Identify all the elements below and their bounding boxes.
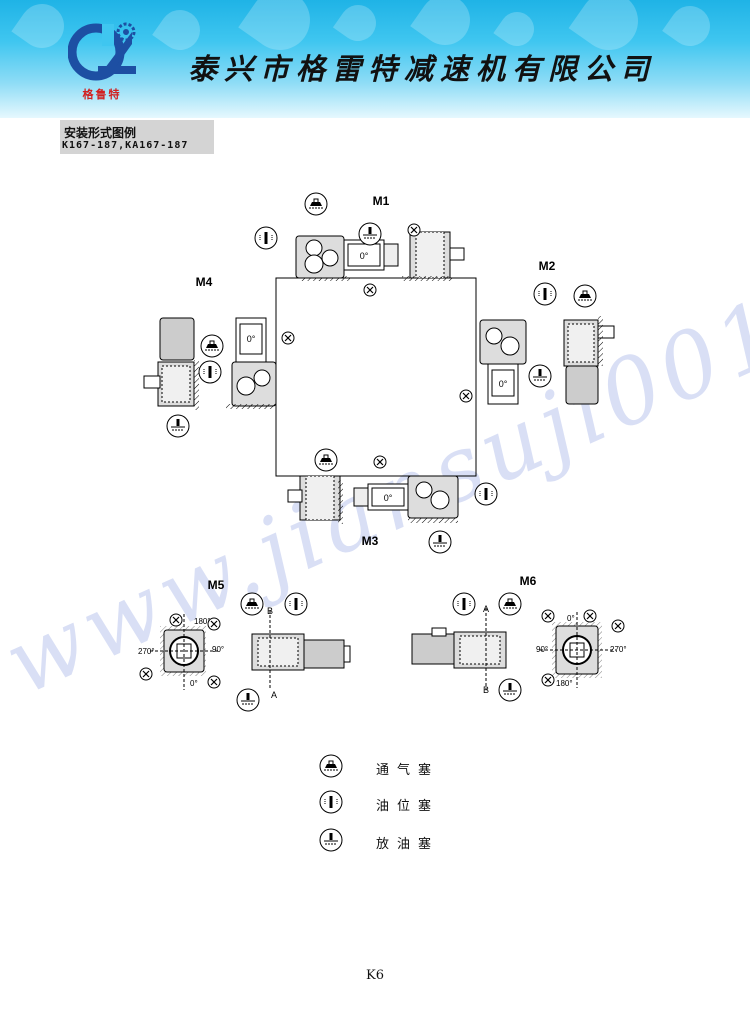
m5-shaft-b: B: [267, 606, 273, 616]
mount-m1: 0° M1: [254, 192, 465, 297]
legend-drain-plug-icon: [319, 828, 343, 852]
company-name: 泰兴市格雷特减速机有限公司: [188, 52, 657, 86]
m5-label: M5: [208, 578, 225, 592]
m6-label: M6: [520, 574, 537, 588]
legend-vent-plug-label: 通气塞: [376, 763, 440, 778]
mount-m5: M5 180° 90° 270° 0° B A: [138, 578, 351, 712]
m3-label: M3: [362, 534, 379, 548]
page-header: 格鲁特 泰兴市格雷特减速机有限公司: [0, 0, 750, 118]
section-subtitle: K167-187,KA167-187: [62, 140, 189, 151]
m6-shaft-b: B: [483, 685, 489, 695]
m5-shaft-a: A: [271, 690, 277, 700]
mount-m6: M6 A B 0° 90° 270° 180°: [411, 574, 627, 702]
m6-angle-270: 270°: [610, 645, 627, 654]
m4-label: M4: [196, 275, 213, 289]
m6-angle-180: 180°: [556, 679, 573, 688]
m4-zero-angle: 0°: [247, 334, 256, 344]
m1-label: M1: [373, 194, 390, 208]
section-title: 安装形式图例: [64, 126, 137, 140]
m5-angle-180: 180°: [194, 617, 211, 626]
mount-m3: 0° M3: [287, 448, 498, 554]
m5-angle-270: 270°: [138, 647, 155, 656]
m5-angle-90: 90°: [212, 645, 224, 654]
m2-zero-angle: 0°: [499, 379, 508, 389]
m1-zero-angle: 0°: [360, 251, 369, 261]
m6-shaft-a: A: [483, 604, 489, 614]
legend-oil-level-plug-label: 油位塞: [376, 799, 440, 814]
company-logo: [68, 22, 136, 81]
m5-angle-0: 0°: [190, 679, 198, 688]
m6-angle-90: 90°: [536, 645, 548, 654]
m3-zero-angle: 0°: [384, 493, 393, 503]
page-number: K6: [366, 968, 384, 983]
legend-vent-plug-icon: [319, 754, 343, 778]
section-title-box: [60, 120, 214, 154]
mount-m2: 0° M2: [459, 259, 615, 405]
m6-angle-0: 0°: [567, 614, 575, 623]
m2-label: M2: [539, 259, 556, 273]
legend-drain-plug-label: 放油塞: [376, 837, 440, 852]
mount-m4: 0° M4: [143, 275, 295, 438]
logo-caption: 格鲁特: [82, 88, 122, 101]
legend-oil-level-plug-icon: [319, 790, 343, 814]
